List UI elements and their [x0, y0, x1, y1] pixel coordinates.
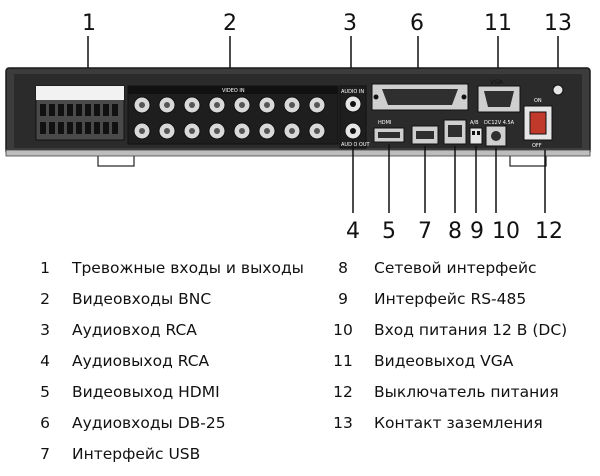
legend-number: 2	[40, 290, 50, 308]
alarm-terminal-block	[35, 85, 125, 141]
legend-number: 7	[40, 445, 50, 463]
legend-number: 9	[338, 290, 348, 308]
callout-2: 2	[223, 11, 237, 36]
ab-label: A/B	[470, 120, 479, 126]
callout-4: 4	[346, 219, 360, 244]
usb-port	[411, 125, 439, 145]
legend-text: Тревожные входы и выходы	[72, 259, 304, 277]
callout-6: 6	[410, 11, 424, 36]
db25-audio-port	[371, 83, 469, 111]
legend-number: 11	[333, 352, 353, 370]
rs485-terminal: A/B	[469, 120, 483, 145]
audio-in-label: AUDIO IN	[341, 89, 364, 95]
legend-number: 6	[40, 414, 50, 432]
legend-text: Аудиовход RCA	[72, 321, 197, 339]
callout-7: 7	[418, 219, 432, 244]
legend-number: 4	[40, 352, 50, 370]
vga-port: VGA	[477, 79, 521, 113]
ground-screw	[552, 84, 564, 96]
hdmi-label: HDMI	[378, 120, 391, 126]
rear-panel-diagram: 1 2 3 6 11 13	[5, 11, 591, 244]
audio-out-label: AUDIO OUT	[341, 142, 371, 148]
ethernet-port	[443, 119, 467, 145]
bottom-leader-lines	[352, 140, 546, 213]
legend-number: 1	[40, 259, 50, 277]
power-switch: ON OFF	[523, 98, 553, 149]
legend-text: Выключатель питания	[374, 383, 559, 401]
audio-rca-block: AUDIO IN AUDIO OUT	[339, 85, 371, 149]
legend-number: 10	[333, 321, 353, 339]
vga-label: VGA	[490, 79, 504, 86]
legend-number: 12	[333, 383, 353, 401]
legend-text: Сетевой интерфейс	[374, 259, 537, 277]
callout-13: 13	[544, 11, 572, 36]
callout-9: 9	[470, 219, 484, 244]
legend-text: Интерфейс USB	[72, 445, 201, 463]
callout-5: 5	[382, 219, 396, 244]
legend-text: Видеовходы BNC	[72, 290, 212, 308]
legend-text: Интерфейс RS-485	[374, 290, 527, 308]
legend-number: 13	[333, 414, 353, 432]
legend-text: Вход питания 12 В (DC)	[374, 321, 568, 339]
callout-12: 12	[535, 219, 563, 244]
video-in-bnc-block: VIDEO IN	[127, 85, 339, 145]
callout-1: 1	[82, 11, 96, 36]
legend-text: Видеовыход HDMI	[72, 383, 220, 401]
legend-number: 5	[40, 383, 50, 401]
legend-number: 3	[40, 321, 50, 339]
hdmi-port: HDMI	[373, 120, 405, 143]
device-rail-bottom	[5, 149, 591, 157]
on-label: ON	[534, 98, 542, 104]
component-legend: 1 Тревожные входы и выходы 2 Видеовходы …	[0, 255, 600, 476]
legend-text: Аудиовыход RCA	[72, 352, 210, 370]
video-in-label: VIDEO IN	[222, 88, 245, 94]
off-label: OFF	[532, 143, 542, 149]
callout-11: 11	[484, 11, 512, 36]
legend-text: Аудиовходы DB-25	[72, 414, 226, 432]
callout-8: 8	[448, 219, 462, 244]
legend-text: Видеовыход VGA	[374, 352, 514, 370]
power-spec-label: DC12V 4.5A	[484, 120, 515, 126]
legend-number: 8	[338, 259, 348, 277]
callout-3: 3	[343, 11, 357, 36]
callout-10: 10	[492, 219, 520, 244]
dc-power-jack: DC12V 4.5A	[484, 120, 515, 147]
legend-text: Контакт заземления	[374, 414, 543, 432]
